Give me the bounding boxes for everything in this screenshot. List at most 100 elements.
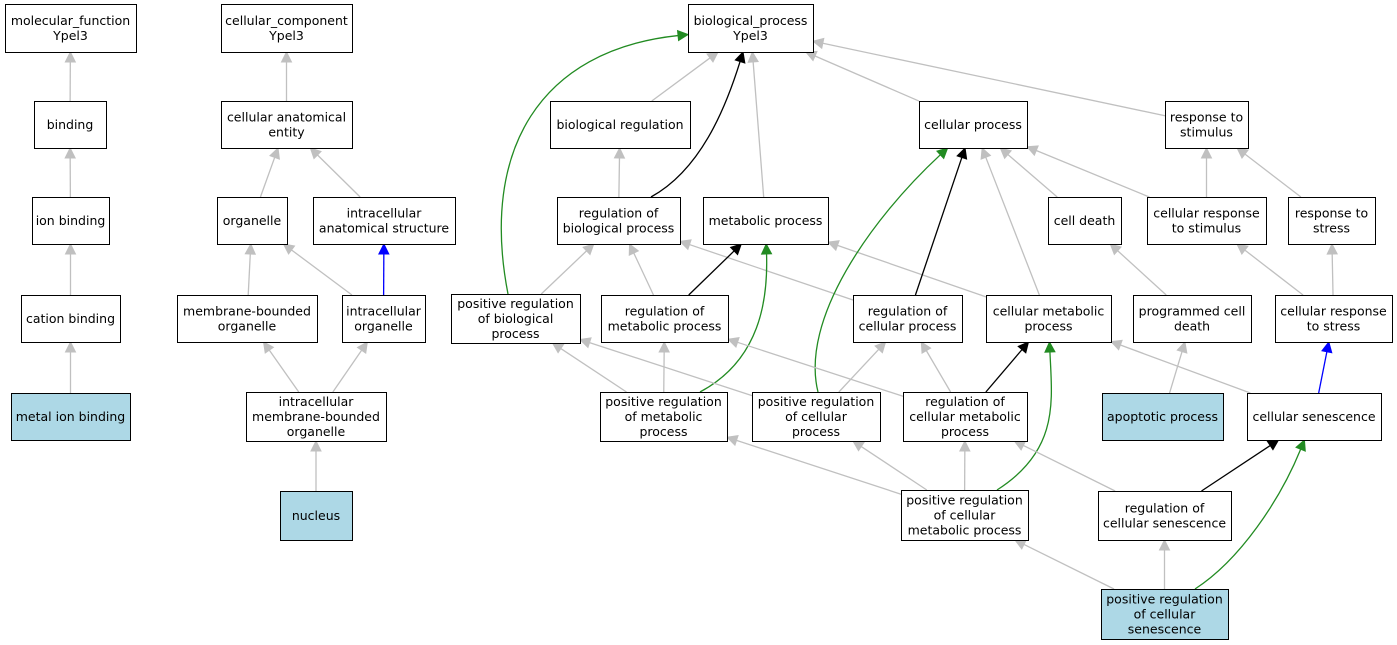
node-label: regulation of — [925, 394, 1005, 409]
edge-regulates — [688, 243, 743, 296]
node-box — [451, 294, 581, 344]
node-box — [1133, 295, 1252, 343]
node-label: anatomical structure — [319, 221, 449, 236]
edge-is-a — [920, 341, 952, 393]
arrowhead-icon — [578, 337, 592, 349]
node-box — [1098, 491, 1232, 541]
arrowhead-icon — [706, 51, 719, 63]
arrowhead-icon — [1236, 147, 1249, 160]
node-label: apoptotic process — [1107, 409, 1218, 424]
edge-line — [1244, 249, 1304, 296]
node-label: of cellular — [785, 409, 848, 424]
node-label: cellular_component — [225, 13, 348, 28]
node-label: organelle — [218, 319, 277, 334]
node-mproc: metabolic process — [703, 197, 829, 245]
arrowhead-icon — [734, 50, 746, 64]
edge-line — [1168, 351, 1183, 394]
node-nucleus: nucleus — [280, 491, 353, 541]
edge-is-a — [259, 146, 280, 198]
node-label: of cellular — [1134, 607, 1197, 622]
edge-line — [752, 61, 765, 198]
node-breg: biological regulation — [550, 101, 691, 149]
arrowhead-icon — [999, 147, 1013, 160]
arrowhead-icon — [628, 242, 640, 256]
arrowhead-icon — [760, 242, 773, 255]
node-label: to stimulus — [1172, 221, 1241, 236]
edge-line — [860, 445, 928, 491]
edge-is-a — [1168, 340, 1188, 394]
node-box — [342, 295, 426, 343]
node-box — [600, 392, 728, 442]
arrowhead-icon — [729, 243, 743, 256]
node-label: cellular metabolic — [993, 304, 1105, 319]
edge-line — [1023, 543, 1115, 590]
edge-is-a — [726, 336, 904, 397]
edge-regulates — [914, 146, 968, 296]
node-box — [5, 4, 137, 53]
node-cproc: cellular process — [919, 101, 1028, 149]
node-catb: cation binding — [21, 295, 121, 343]
arrowhead-icon — [356, 341, 368, 354]
edge-line — [985, 157, 1040, 296]
node-box — [1048, 197, 1122, 245]
edge-is-a — [578, 337, 753, 397]
edge-is-a — [1236, 147, 1302, 198]
node-box — [752, 392, 881, 442]
edge-is-a — [826, 240, 987, 298]
node-label: Ypel3 — [732, 28, 768, 43]
arrowhead-icon — [1158, 538, 1171, 551]
node-label: molecular_function — [11, 13, 130, 28]
node-label: ion binding — [36, 213, 106, 228]
edge-line — [689, 243, 854, 301]
node-label: intracellular — [347, 206, 423, 221]
edge-line — [540, 250, 588, 295]
edge-positively-regulates — [1194, 438, 1306, 590]
arrowhead-icon — [551, 342, 565, 354]
node-label: binding — [47, 117, 94, 132]
edge-line — [560, 347, 627, 393]
arrowhead-icon — [1266, 439, 1280, 451]
edge-line — [1117, 250, 1167, 296]
edge-is-a — [1013, 440, 1116, 492]
node-label: process — [1024, 319, 1072, 334]
node-label: intracellular — [279, 394, 355, 409]
node-label: metal ion binding — [16, 409, 126, 424]
arrowhead-icon — [811, 37, 825, 50]
edge-is-a — [332, 341, 368, 393]
arrowhead-icon — [64, 50, 77, 63]
arrowhead-icon — [1025, 145, 1039, 157]
arrowhead-icon — [980, 146, 992, 160]
edge-line — [650, 61, 741, 198]
edge-line — [996, 351, 1053, 491]
arrowhead-icon — [1200, 146, 1213, 159]
arrowhead-icon — [1017, 341, 1030, 354]
edge-line — [259, 157, 276, 198]
node-box — [550, 101, 691, 149]
edge-line — [1201, 444, 1271, 492]
edge-line — [317, 154, 361, 198]
arrowhead-icon — [1109, 339, 1123, 351]
edge-is-a — [64, 242, 77, 295]
node-apop: apoptotic process — [1102, 393, 1224, 441]
node-label: cellular anatomical — [227, 110, 346, 125]
arrowhead-icon — [613, 146, 626, 159]
edge-is-a — [838, 341, 887, 393]
arrowhead-icon — [920, 341, 932, 354]
arrowhead-icon — [280, 50, 293, 63]
arrowhead-icon — [64, 340, 77, 353]
edge-line — [737, 341, 904, 397]
node-label: death — [1174, 319, 1210, 334]
arrowhead-icon — [64, 242, 77, 255]
node-box — [280, 491, 353, 541]
edge-positively-regulates — [500, 29, 690, 295]
node-label: regulation of — [1125, 501, 1205, 516]
arrowhead-icon — [956, 146, 968, 160]
